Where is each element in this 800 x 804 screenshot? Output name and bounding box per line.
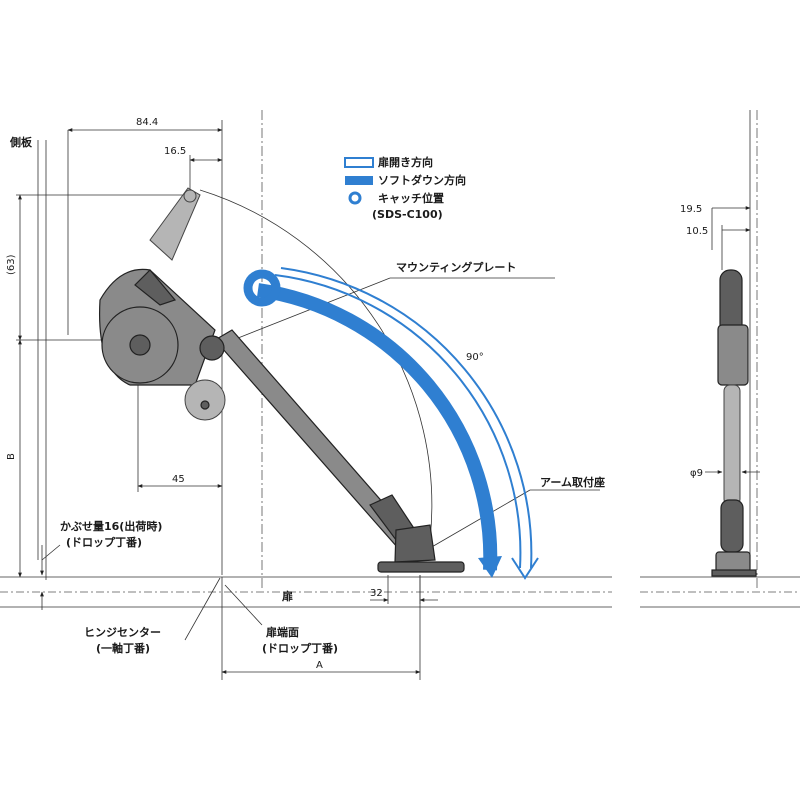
- dim-84: 84.4: [136, 117, 158, 128]
- door-end-label: 扉端面: [266, 625, 299, 639]
- catch-position-ring: [243, 269, 281, 307]
- text-labels: 側板 84.4 16.5 (63) B 45 32 A 19.5 10.5 φ9…: [6, 117, 708, 671]
- overlay-label: かぶせ量16(出荷時): [60, 519, 162, 533]
- dim-b: B: [6, 453, 17, 460]
- soft-down-stay-mechanism: [98, 187, 465, 573]
- legend-open-label: 扉開き方向: [378, 155, 433, 169]
- door-label: 扉: [282, 589, 293, 603]
- side-view-mechanism: [711, 269, 757, 577]
- catch-mount: [184, 379, 226, 421]
- angle-label: 90°: [466, 352, 484, 363]
- motion-arrows: [243, 267, 539, 580]
- legend-softdown-label: ソフトダウン方向: [378, 173, 466, 187]
- legend-softdown-swatch: [345, 176, 373, 185]
- dimension-lines: [16, 128, 760, 680]
- side-panel-label: 側板: [9, 135, 33, 149]
- legend-catch-label: キャッチ位置: [378, 191, 444, 205]
- cabinet-outlines: [0, 110, 800, 608]
- arm-mount-base: [377, 561, 465, 573]
- door-end-sub-label: (ドロップ丁番): [262, 641, 338, 655]
- arm-mount-label: アーム取付座: [540, 475, 605, 489]
- legend: [344, 157, 374, 205]
- dim-63: (63): [6, 254, 17, 275]
- dim-phi9: φ9: [690, 468, 703, 479]
- dim-a: A: [316, 660, 323, 671]
- legend-model-label: (SDS-C100): [372, 208, 443, 221]
- door-swing-arc: [199, 189, 433, 541]
- mounting-plate-label: マウンティングプレート: [396, 260, 516, 274]
- overlay-sub-label: (ドロップ丁番): [66, 535, 142, 549]
- dim-19: 19.5: [680, 204, 702, 215]
- hinge-center-label: ヒンジセンター: [84, 626, 161, 639]
- dim-10: 10.5: [686, 226, 708, 237]
- dim-32: 32: [370, 588, 383, 599]
- legend-open-swatch: [344, 157, 374, 168]
- dim-45: 45: [172, 474, 185, 485]
- legend-catch-swatch: [348, 191, 362, 205]
- dim-16: 16.5: [164, 146, 186, 157]
- hinge-center-sub-label: (一軸丁番): [96, 641, 150, 655]
